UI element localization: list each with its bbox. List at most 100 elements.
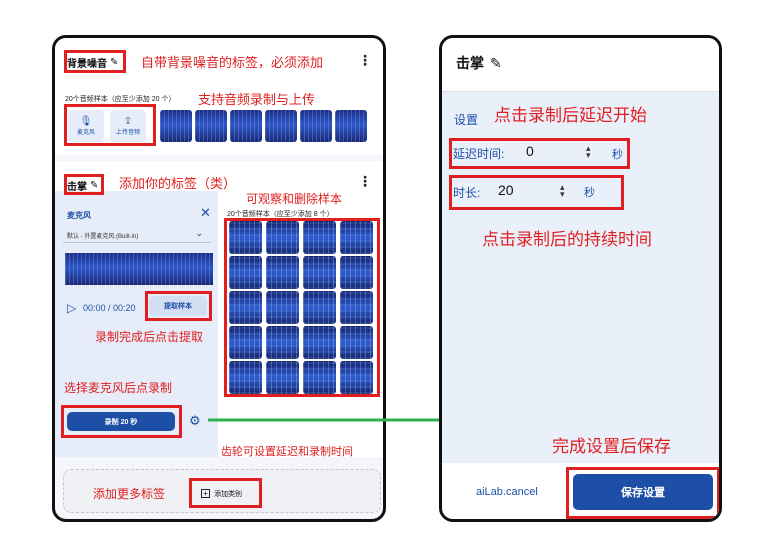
add-label-note: 添加你的标签（类） — [119, 176, 237, 191]
delay-row: 延迟时间: ▴▾ 秒 — [450, 140, 710, 167]
clap-sample-tile[interactable] — [229, 326, 262, 359]
upload-icon: ⇪ — [123, 116, 133, 127]
bg-noise-tag[interactable]: 背景噪音 ✎ — [67, 55, 118, 70]
bg-samples-label: 20个音频样本（应至少添加 20 个） — [65, 96, 176, 103]
clap-tag[interactable]: 击掌 ✎ — [67, 178, 98, 193]
playback-time: 00:00 / 00:20 — [83, 303, 136, 313]
clap-sample-tile[interactable] — [266, 256, 299, 289]
delay-stepper[interactable]: ▴▾ — [586, 143, 591, 160]
highlight-bg-noise-tag — [64, 50, 126, 73]
mic-select-value: 默认 - 外置麦克风 (Built-in) — [67, 234, 139, 240]
duration-stepper[interactable]: ▴▾ — [560, 182, 565, 199]
clap-card: 击掌 ✎ 添加你的标签（类） ⋮ 麦克风 ✕ 默认 - 外置麦克风 (Built… — [55, 161, 383, 457]
clap-sample-tile[interactable] — [229, 361, 262, 394]
record-button-label: 录制 20 秒 — [104, 418, 138, 426]
gear-icon[interactable]: ⚙ — [189, 413, 201, 428]
clap-samples-label: 20个音频样本（应至少添加 8 个） — [227, 211, 334, 218]
clap-sample-tile[interactable] — [340, 361, 373, 394]
clap-sample-tile[interactable] — [266, 326, 299, 359]
mic-button[interactable]: 🎙 麦克风 — [68, 110, 104, 142]
cancel-button[interactable]: aiLab.cancel — [476, 486, 538, 498]
mic-title: 麦克风 — [67, 211, 91, 220]
upload-audio-button[interactable]: ⇪ 上传音频 — [110, 110, 146, 142]
clap-sample-tile[interactable] — [303, 221, 336, 254]
highlight-extract — [145, 291, 212, 321]
pencil-icon[interactable]: ✎ — [110, 57, 119, 68]
clap-sample-tile[interactable] — [303, 326, 336, 359]
clap-sample-tile[interactable] — [229, 291, 262, 324]
page-title: 击掌 ✎ — [456, 53, 502, 73]
duration-label: 时长: — [453, 186, 481, 200]
header-bar — [442, 38, 719, 92]
clap-sample-tile[interactable] — [229, 256, 262, 289]
bg-noise-card: 背景噪音 ✎ 自带背景噪音的标签，必须添加 ⋮ 20个音频样本（应至少添加 20… — [55, 38, 383, 155]
clap-sample-tile[interactable] — [266, 291, 299, 324]
duration-unit: 秒 — [584, 187, 595, 199]
highlight-add-class — [189, 478, 262, 508]
waveform-preview — [65, 253, 213, 285]
bg-sample-tile[interactable] — [300, 110, 332, 142]
clap-sample-tile[interactable] — [340, 221, 373, 254]
highlight-save — [566, 467, 719, 519]
clap-sample-tile[interactable] — [266, 221, 299, 254]
delay-input[interactable] — [526, 143, 576, 159]
view-delete-note: 可观察和删除样本 — [246, 192, 343, 206]
duration-note: 点击录制后的持续时间 — [482, 230, 652, 249]
add-more-note: 添加更多标签 — [93, 487, 166, 501]
extract-note: 录制完成后点击提取 — [95, 330, 204, 344]
bg-sample-tile[interactable] — [265, 110, 297, 142]
highlight-duration — [449, 175, 624, 210]
clap-sample-grid — [229, 221, 379, 396]
left-phone-screen: 背景噪音 ✎ 自带背景噪音的标签，必须添加 ⋮ 20个音频样本（应至少添加 20… — [52, 35, 386, 522]
select-mic-note: 选择麦克风后点录制 — [64, 381, 173, 395]
bg-noise-note: 自带背景噪音的标签，必须添加 — [141, 55, 324, 70]
add-class-button[interactable]: + 添加类别 — [198, 482, 260, 505]
delay-note: 点击录制后延迟开始 — [494, 106, 647, 125]
bg-sample-tile[interactable] — [195, 110, 227, 142]
extract-sample-button[interactable]: 提取样本 — [149, 296, 207, 316]
highlight-delay — [449, 138, 630, 169]
upload-button-label: 上传音频 — [115, 130, 140, 136]
chevron-down-icon: ⌄ — [195, 228, 203, 238]
more-menu-icon[interactable]: ⋮ — [358, 52, 372, 68]
clap-sample-tile[interactable] — [340, 326, 373, 359]
mic-select[interactable]: 默认 - 外置麦克风 (Built-in) ⌄ — [63, 225, 211, 243]
clap-sample-tile[interactable] — [340, 256, 373, 289]
highlight-record-upload — [64, 104, 156, 146]
highlight-clap-tag — [64, 174, 104, 195]
duration-input[interactable] — [498, 182, 548, 198]
clap-sample-tile[interactable] — [303, 256, 336, 289]
record-button[interactable]: 录制 20 秒 — [67, 412, 175, 431]
play-icon[interactable]: ▷ — [67, 301, 77, 315]
settings-label: 设置 — [454, 113, 479, 127]
save-settings-button[interactable]: 保存设置 — [573, 474, 713, 510]
gear-note: 齿轮可设置延迟和录制时间 — [221, 446, 353, 458]
clap-sample-tile[interactable] — [303, 361, 336, 394]
save-button-label: 保存设置 — [621, 487, 665, 499]
extract-button-label: 提取样本 — [164, 303, 192, 310]
clap-sample-tile[interactable] — [303, 291, 336, 324]
right-phone-screen: 击掌 ✎ 设置 点击录制后延迟开始 延迟时间: ▴▾ 秒 时长: ▴▾ 秒 点击… — [439, 35, 722, 522]
delay-unit: 秒 — [612, 149, 623, 161]
highlight-record-button — [61, 405, 182, 438]
bg-sample-tile[interactable] — [230, 110, 262, 142]
record-upload-note: 支持音频录制与上传 — [198, 92, 316, 107]
mic-button-label: 麦克风 — [76, 130, 95, 136]
page-title-text: 击掌 — [456, 55, 484, 71]
clap-sample-tile[interactable] — [229, 221, 262, 254]
close-icon[interactable]: ✕ — [200, 205, 211, 220]
highlight-sample-grid — [224, 218, 380, 397]
add-class-label: 添加类别 — [214, 490, 242, 498]
clap-sample-tile[interactable] — [340, 291, 373, 324]
bg-sample-tile[interactable] — [335, 110, 367, 142]
save-note: 完成设置后保存 — [552, 437, 671, 456]
bg-noise-tag-label: 背景噪音 — [67, 59, 107, 70]
plus-box-icon: + — [201, 489, 210, 498]
duration-row: 时长: ▴▾ 秒 — [450, 178, 710, 208]
more-menu-icon[interactable]: ⋮ — [358, 173, 372, 189]
pencil-icon[interactable]: ✎ — [90, 180, 99, 191]
pencil-icon[interactable]: ✎ — [490, 54, 502, 71]
mic-icon: 🎙 — [79, 116, 93, 127]
bg-sample-tile[interactable] — [160, 110, 192, 142]
clap-sample-tile[interactable] — [266, 361, 299, 394]
